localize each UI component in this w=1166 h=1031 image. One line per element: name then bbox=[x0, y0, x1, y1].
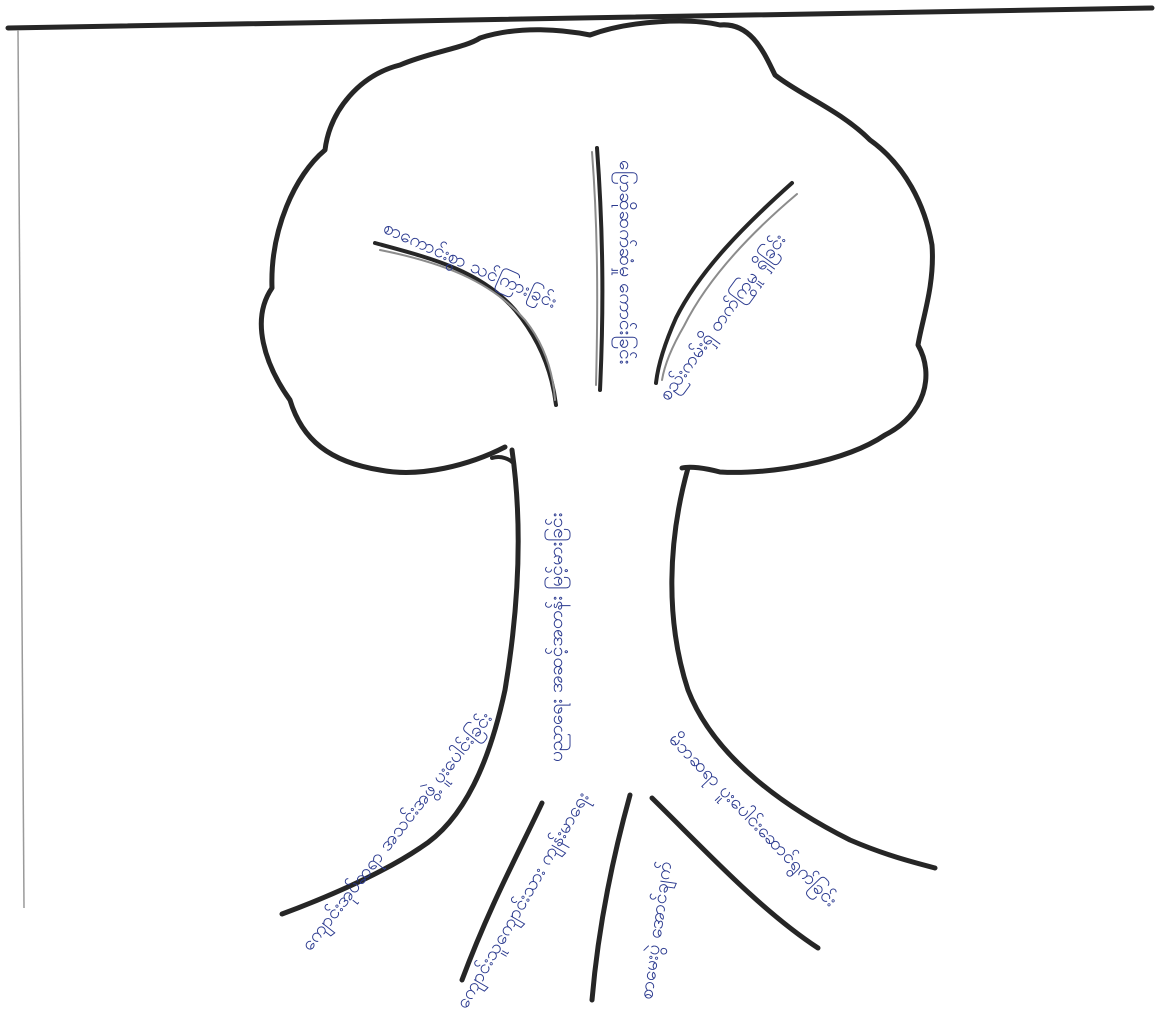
trunk-label: ပညာရေး အဆင့်အတန်း မြင့်မားခြင်း bbox=[543, 513, 571, 762]
branch-center-pencil bbox=[592, 152, 597, 385]
branch-right bbox=[656, 183, 792, 383]
trunk-right-edge bbox=[672, 468, 935, 868]
trunk-left-knot bbox=[492, 457, 512, 462]
root-line-2 bbox=[592, 795, 630, 1000]
branch-left-label: စာကောင်းစွာ သင်ကြားခြင်း bbox=[378, 215, 561, 317]
branch-center-label: ပြောဆိုဆက်ဆံမှု ကောင်းခြင်း bbox=[611, 160, 639, 364]
root-2-label: ကျောင်းသူကျောင်းသား ကျန်းမာရေး bbox=[450, 787, 597, 1014]
top-border-line bbox=[8, 8, 1152, 28]
root-3-label: စာမေးပွဲ အောင်ချက် bbox=[634, 860, 680, 1001]
root-1-label: ကျောင်းအုပ်ဆရာ အသင်းအဖွဲ့ ပူးပေါင်းခြင်း bbox=[295, 706, 500, 957]
left-margin-line bbox=[18, 30, 24, 908]
branch-right-label: စည်းကမ်းရှိ တက်ကြွမှု ရှိခြင်း bbox=[653, 228, 794, 407]
